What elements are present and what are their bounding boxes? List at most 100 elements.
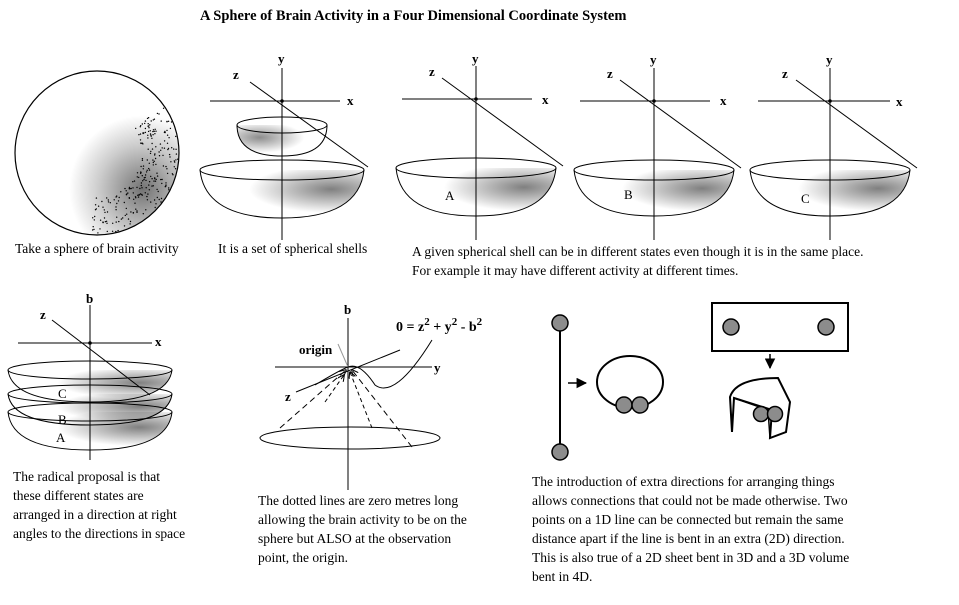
axis-label-z: z <box>40 307 46 322</box>
stipple-dot <box>170 121 173 123</box>
stipple-dot <box>168 189 170 191</box>
shell-label-a: A <box>445 188 455 203</box>
stipple-dot <box>153 180 155 182</box>
stipple-dot <box>150 120 152 122</box>
stipple-dot <box>115 196 117 198</box>
stipple-dot <box>139 126 141 128</box>
axis-label-x: x <box>720 93 727 108</box>
stipple-dot <box>138 176 140 179</box>
stipple-dot <box>160 201 162 203</box>
stipple-dot <box>166 172 169 175</box>
stipple-dot <box>134 202 136 204</box>
stipple-dot <box>157 190 159 193</box>
shell-label-b: B <box>624 187 633 202</box>
stipple-dot <box>136 186 138 189</box>
stipple-dot <box>144 176 146 179</box>
stipple-dot <box>139 133 142 135</box>
stipple-dot <box>141 158 144 160</box>
stipple-dot <box>158 198 160 201</box>
stipple-dot <box>107 201 110 203</box>
stipple-dot <box>118 196 120 199</box>
stipple-dot <box>150 135 152 137</box>
stipple-dot <box>97 205 100 207</box>
stipple-dot <box>148 169 151 171</box>
stipple-dot <box>165 182 167 184</box>
stipple-dot <box>130 187 132 190</box>
stipple-dot <box>128 186 131 189</box>
stipple-dot <box>147 137 149 139</box>
stipple-dot <box>163 140 166 142</box>
loop-point <box>631 396 649 414</box>
flat-sheet <box>711 302 849 352</box>
page-title: A Sphere of Brain Activity in a Four Dim… <box>200 8 627 24</box>
stipple-dot <box>175 159 177 161</box>
stipple-dot <box>148 127 150 129</box>
stipple-dot <box>153 130 155 132</box>
stipple-dot <box>104 221 107 223</box>
stipple-dot <box>133 198 135 200</box>
stipple-dot <box>130 211 132 213</box>
stipple-dot <box>111 230 114 232</box>
stipple-dot <box>160 149 162 151</box>
stipple-dot <box>168 153 171 156</box>
axis-label-x: x <box>896 94 903 109</box>
shell-label-c: C <box>58 386 67 401</box>
stipple-dot <box>135 197 137 199</box>
stipple-dot <box>163 147 166 149</box>
stipple-dot <box>143 178 145 181</box>
stipple-dot <box>142 165 145 167</box>
stipple-dot <box>150 175 152 178</box>
stipple-dot <box>141 123 143 125</box>
stipple-dot <box>160 120 162 122</box>
stipple-dot <box>166 168 168 170</box>
cone-equation: 0 = z2 + y2 - b2 <box>396 316 483 335</box>
stipple-dot <box>105 220 108 222</box>
stipple-dot <box>116 202 118 205</box>
stipple-dot <box>152 164 154 166</box>
stipple-dot <box>145 209 147 211</box>
stipple-dot <box>137 196 140 198</box>
stipple-dot <box>147 123 149 125</box>
stipple-dot <box>149 152 152 155</box>
stipple-dot <box>141 175 143 177</box>
stipple-dot <box>142 168 144 170</box>
stipple-dot <box>148 167 150 170</box>
axis-label-y: y <box>434 360 441 375</box>
stipple-dot <box>158 155 161 157</box>
stipple-dot <box>136 172 139 174</box>
stipple-dot <box>156 172 158 174</box>
axis-label-z: z <box>429 64 435 79</box>
stipple-dot <box>95 208 98 210</box>
stipple-dot <box>94 215 96 218</box>
stipple-dot <box>95 197 98 199</box>
loop-point <box>615 396 633 414</box>
axis-label-y: y <box>826 52 833 67</box>
stipple-dot <box>147 148 149 150</box>
axis-label-x: x <box>542 92 549 107</box>
stipple-dot <box>145 187 147 189</box>
stipple-dot <box>155 203 157 205</box>
stipple-dot <box>147 193 149 195</box>
stipple-dot <box>115 230 117 233</box>
stipple-dot <box>161 147 163 149</box>
stipple-dot <box>146 195 148 198</box>
stipple-dot <box>144 120 147 122</box>
axis-label-z: z <box>233 67 239 82</box>
stipple-dot <box>152 130 154 133</box>
stipple-dot <box>151 142 153 145</box>
stipple-dot <box>106 222 108 224</box>
stipple-dot <box>150 150 152 153</box>
stipple-dot <box>151 178 153 180</box>
stipple-dot <box>163 131 166 134</box>
stipple-dot <box>123 225 126 227</box>
stipple-dot <box>168 187 170 189</box>
stipple-dot <box>123 201 126 204</box>
brain-sphere <box>14 70 180 236</box>
stipple-dot <box>144 174 147 176</box>
stipple-dot <box>92 229 94 231</box>
stipple-dot <box>174 168 177 170</box>
stipple-dot <box>136 210 138 212</box>
stipple-dot <box>153 118 156 120</box>
stipple-dot <box>167 147 170 150</box>
stipple-dot <box>135 127 137 130</box>
